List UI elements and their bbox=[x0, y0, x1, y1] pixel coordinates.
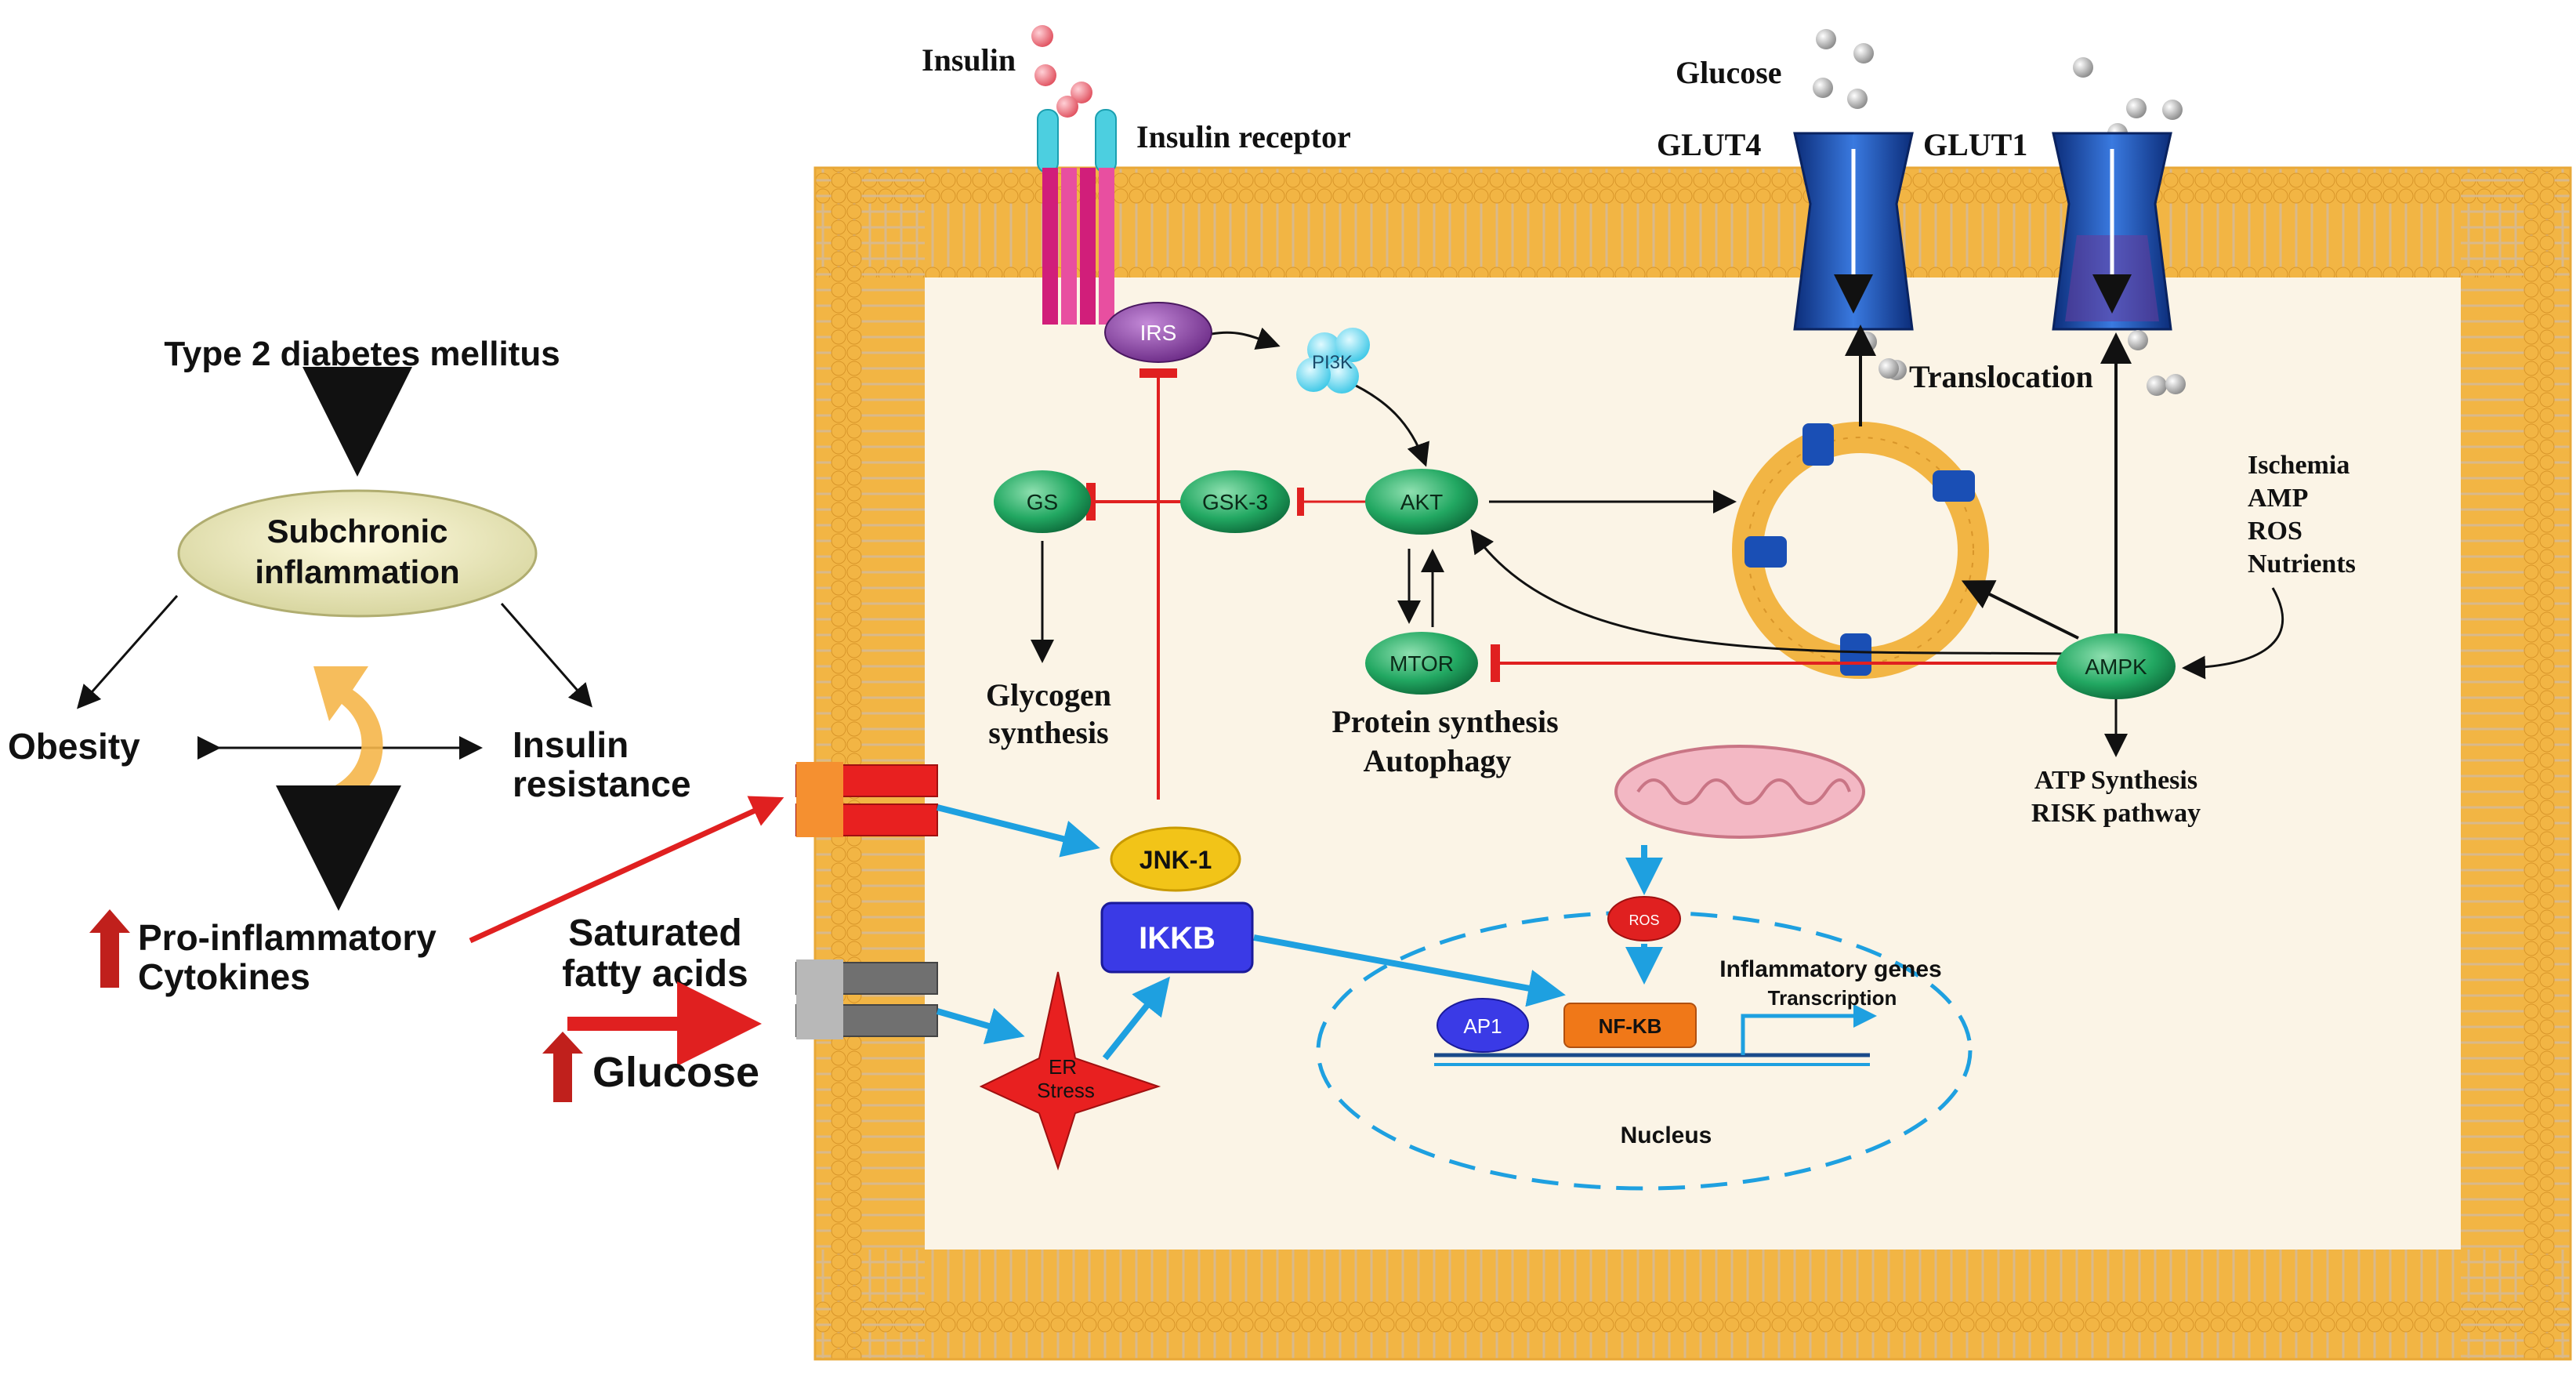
cytokines-label-1: Pro-inflammatory bbox=[138, 917, 437, 958]
glut1-label: GLUT1 bbox=[1923, 127, 2027, 162]
insulin-molecule-icon bbox=[1071, 82, 1092, 103]
insulin-receptor-icon bbox=[1037, 109, 1117, 325]
insulin-resistance-label-1: Insulin bbox=[513, 724, 629, 765]
insulin-section: Insulin Insulin receptor bbox=[922, 25, 1351, 325]
node-pi3k: PI3K bbox=[1296, 328, 1370, 394]
node-er-stress: ER Stress bbox=[979, 971, 1161, 1171]
sfa-label-2: fatty acids bbox=[562, 953, 748, 995]
fatty-acid-receptor bbox=[795, 959, 938, 1039]
transcription-arrow bbox=[1741, 1004, 1877, 1055]
node-mtor: MTOR bbox=[1365, 632, 1478, 695]
pathway-labels: Glycogen synthesis Protein synthesis Aut… bbox=[986, 451, 2356, 828]
risk-pathway-label: RISK pathway bbox=[2031, 799, 2201, 828]
arrow-to-insulin-resistance bbox=[500, 603, 592, 708]
insulin-molecule-icon bbox=[1056, 96, 1078, 118]
glucose-molecule-icon bbox=[2162, 100, 2183, 120]
inflammation-ellipse bbox=[177, 489, 538, 618]
glucose-section: Glucose GLUT4 GLUT1 Translocation bbox=[1657, 29, 2186, 396]
akt-label: AKT bbox=[1400, 490, 1443, 514]
ros-label: ROS bbox=[1629, 912, 1659, 928]
obesity-label: Obesity bbox=[8, 726, 140, 767]
gs-label: GS bbox=[1027, 490, 1058, 514]
node-akt: AKT bbox=[1365, 469, 1478, 535]
stress-ischemia: Ischemia bbox=[2248, 451, 2350, 480]
arrow-cytokines-to-receptor bbox=[469, 796, 784, 944]
glucose-molecule-icon bbox=[1816, 29, 1836, 49]
atp-synthesis-label: ATP Synthesis bbox=[2034, 766, 2197, 795]
pi3k-label: PI3K bbox=[1312, 352, 1353, 373]
glucose-molecule-icon bbox=[2073, 57, 2093, 78]
disease-title: Type 2 diabetes mellitus bbox=[164, 335, 560, 373]
arrow-to-obesity bbox=[77, 595, 179, 709]
nucleus-label: Nucleus bbox=[1621, 1123, 1712, 1148]
glycogen-label-2: synthesis bbox=[988, 715, 1108, 750]
glut4-transporter-icon bbox=[1793, 132, 1914, 331]
autophagy-label: Autophagy bbox=[1364, 743, 1512, 778]
insulin-receptor-label: Insulin receptor bbox=[1136, 119, 1351, 154]
gsk3-label: GSK-3 bbox=[1202, 490, 1268, 514]
inflammatory-genes-label: Inflammatory genes bbox=[1719, 956, 1941, 982]
glucose-molecule-icon bbox=[1879, 358, 1899, 379]
node-gsk3: GSK-3 bbox=[1180, 470, 1290, 533]
membrane-bottom bbox=[815, 1250, 2571, 1359]
cytokines-label-2: Cytokines bbox=[138, 956, 310, 997]
stress-amp: AMP bbox=[2248, 484, 2308, 513]
mitochondrion-icon bbox=[1614, 745, 1865, 839]
translocation-label: Translocation bbox=[1909, 359, 2093, 394]
cycle-arrow-icon bbox=[313, 666, 383, 815]
node-jnk1: JNK-1 bbox=[1110, 826, 1241, 892]
node-gs: GS bbox=[994, 470, 1091, 533]
pathway-arrows bbox=[936, 325, 2284, 1061]
jnk1-label: JNK-1 bbox=[1139, 846, 1212, 874]
glucose-molecule-icon bbox=[2147, 375, 2167, 396]
node-ampk: AMPK bbox=[2056, 633, 2176, 699]
ap1-label: AP1 bbox=[1463, 1014, 1502, 1038]
cytokine-receptor bbox=[795, 762, 938, 837]
glucose-molecule-icon bbox=[2165, 374, 2186, 394]
node-ikkb: IKKB bbox=[1100, 901, 1254, 974]
glycogen-label-1: Glycogen bbox=[986, 677, 1111, 713]
irs-label: IRS bbox=[1140, 321, 1177, 345]
insulin-label: Insulin bbox=[922, 42, 1016, 78]
stress-nutrients: Nutrients bbox=[2248, 550, 2356, 579]
stress-ros: ROS bbox=[2248, 517, 2302, 546]
insulin-molecule-icon bbox=[1034, 64, 1056, 86]
glucose-molecule-icon bbox=[1853, 43, 1874, 63]
nfkb-label: NF-KB bbox=[1599, 1014, 1662, 1038]
glucose-molecule-icon bbox=[1813, 78, 1833, 98]
node-irs: IRS bbox=[1104, 302, 1212, 363]
transcription-label: Transcription bbox=[1768, 986, 1897, 1010]
er-label-1: ER bbox=[1049, 1055, 1077, 1079]
up-arrow-icon-cytokines bbox=[89, 909, 130, 988]
left-panel: Type 2 diabetes mellitus Subchronic infl… bbox=[8, 335, 784, 1102]
membrane-right bbox=[2461, 168, 2571, 1359]
node-ros: ROS bbox=[1607, 896, 1681, 941]
insulin-molecule-icon bbox=[1031, 25, 1053, 47]
insulin-resistance-label-2: resistance bbox=[513, 764, 691, 804]
protein-synthesis-label: Protein synthesis bbox=[1331, 704, 1558, 739]
glucose-molecule-icon bbox=[1847, 89, 1868, 109]
mtor-label: MTOR bbox=[1389, 651, 1454, 676]
ikkb-label: IKKB bbox=[1139, 921, 1216, 956]
ampk-label: AMPK bbox=[2085, 655, 2147, 679]
er-label-2: Stress bbox=[1037, 1079, 1095, 1102]
glut4-label: GLUT4 bbox=[1657, 127, 1761, 162]
node-ap1: AP1 bbox=[1437, 998, 1529, 1053]
glucose-molecule-icon bbox=[2128, 330, 2148, 350]
inflammation-label-1: Subchronic bbox=[266, 513, 447, 550]
glut1-transporter-icon bbox=[2052, 132, 2172, 331]
sfa-label-1: Saturated bbox=[568, 912, 741, 954]
membrane-top bbox=[815, 168, 2571, 277]
nucleus: ROS AP1 NF-KB Inflammatory genes Transcr… bbox=[1316, 896, 1973, 1191]
up-arrow-icon-glucose bbox=[542, 1032, 583, 1102]
nucleus-envelope bbox=[1316, 910, 1973, 1191]
glucose-left-label: Glucose bbox=[592, 1049, 759, 1096]
inflammation-label-2: inflammation bbox=[255, 553, 459, 590]
glucose-top-label: Glucose bbox=[1676, 55, 1782, 90]
node-nfkb: NF-KB bbox=[1563, 1003, 1697, 1048]
glucose-molecule-icon bbox=[2126, 98, 2147, 118]
